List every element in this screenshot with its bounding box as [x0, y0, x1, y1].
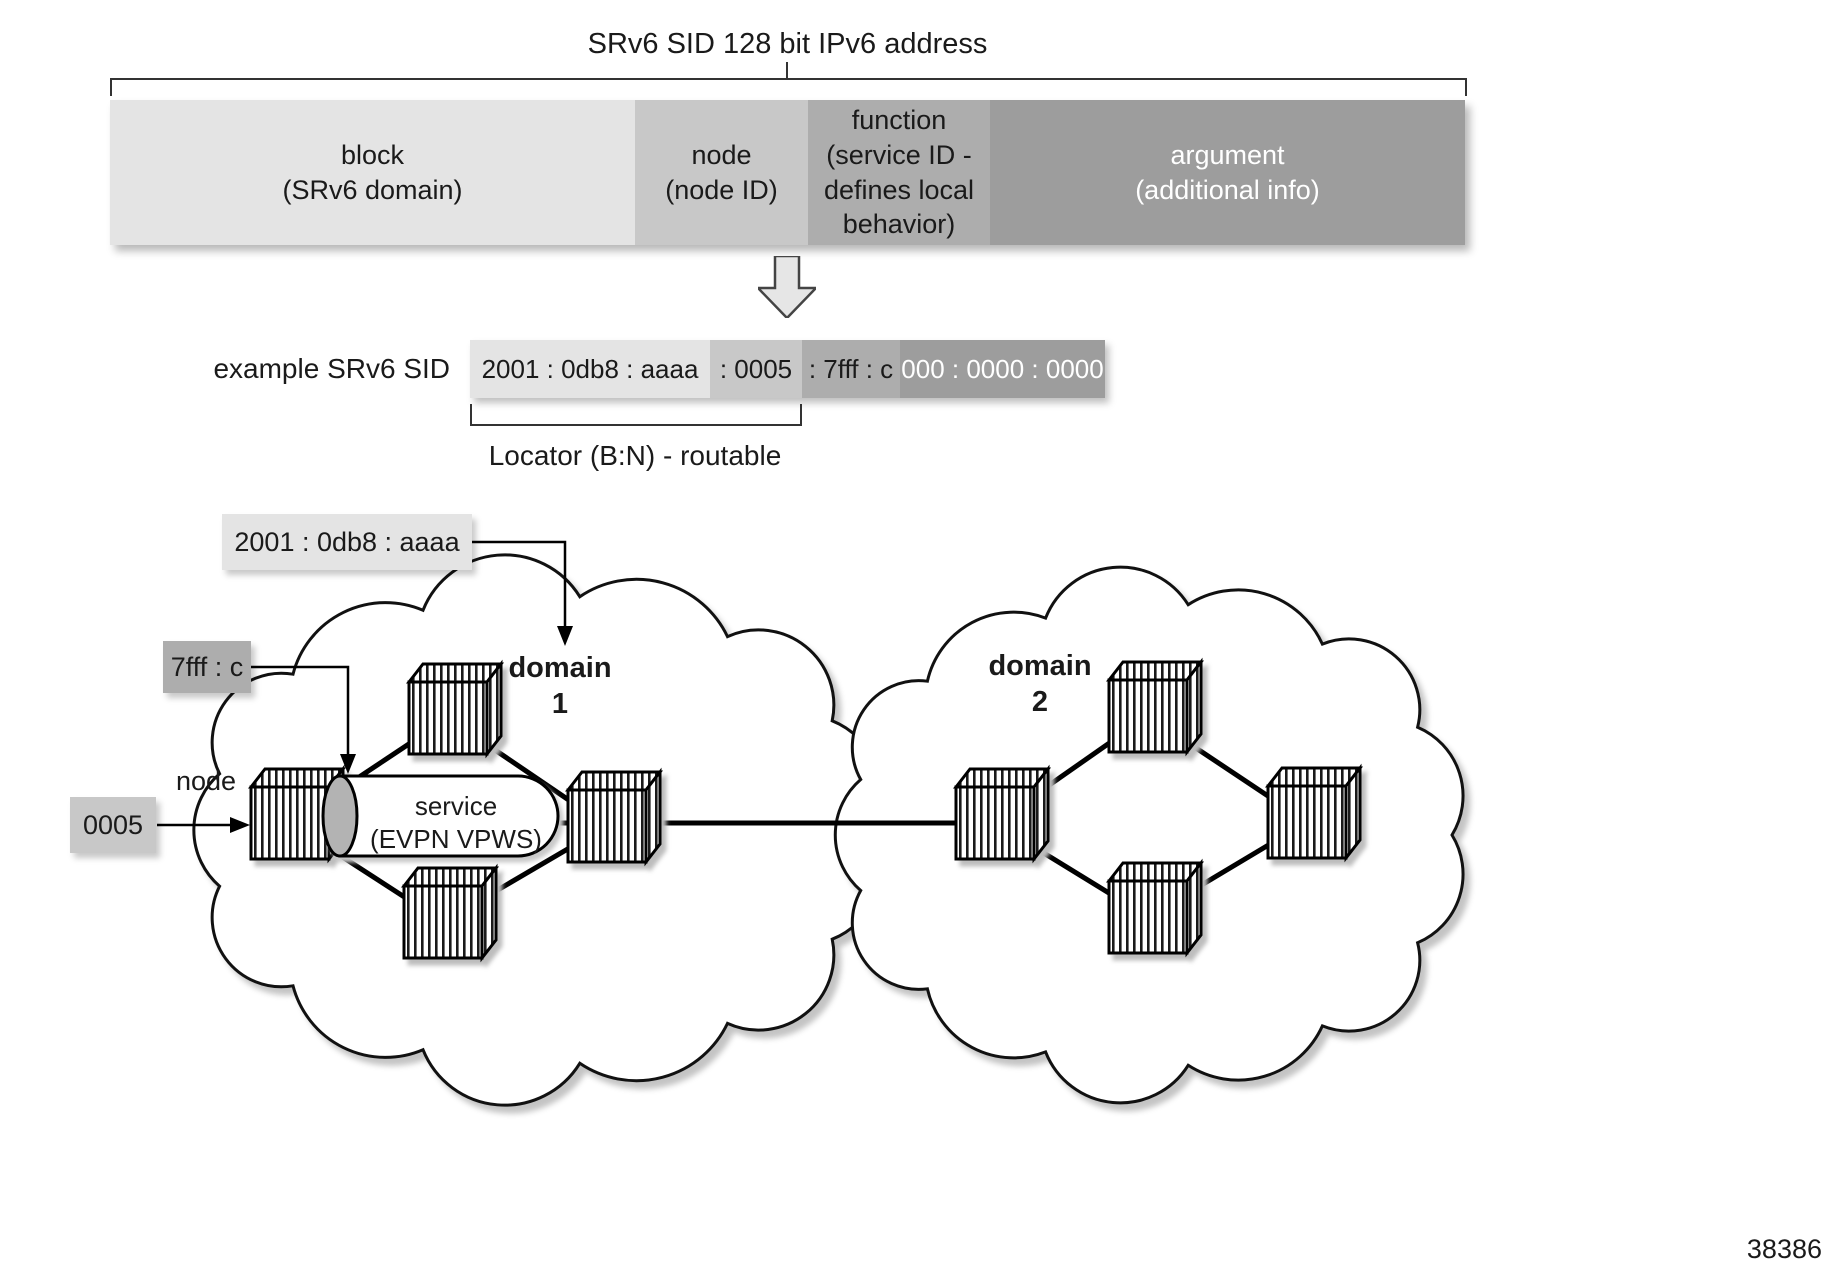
example-sid-label: example SRv6 SID	[213, 353, 450, 384]
sid-structure-bar: block (SRv6 domain) node (node ID) funct…	[110, 100, 1465, 245]
example-node: : 0005	[710, 340, 802, 398]
node-label: node	[176, 766, 237, 796]
router-d2-top	[1107, 660, 1203, 754]
domain2-label: domain 2	[988, 650, 1092, 719]
function-callout-line	[251, 665, 350, 756]
service-label: service (EVPN VPWS)	[370, 791, 542, 854]
domain2-cloud	[833, 565, 1465, 1105]
field-function: function (service ID - defines local beh…	[808, 100, 990, 245]
router-d1-bottom	[402, 866, 498, 960]
example-function: : 7fff : c	[802, 340, 900, 398]
example-block: 2001 : 0db8 : aaaa	[470, 340, 710, 398]
callout-connectors	[157, 540, 567, 827]
figure-title: SRv6 SID 128 bit IPv6 address	[587, 28, 988, 60]
field-block: block (SRv6 domain)	[110, 100, 635, 245]
service-pipe	[321, 774, 560, 858]
block-callout-line	[472, 540, 567, 628]
bit-span-bracket	[110, 78, 1467, 96]
router-d2-bottom	[1107, 861, 1203, 955]
arrowhead-down-icon	[340, 754, 356, 774]
router-d1-right	[566, 770, 662, 864]
example-sid-bar: 2001 : 0db8 : aaaa : 0005 : 7fff : c 000…	[470, 340, 1105, 398]
example-argument: 000 : 0000 : 0000	[900, 340, 1105, 398]
callout-arrowheads	[230, 626, 573, 833]
router-d2-left	[954, 767, 1050, 861]
locator-bracket	[470, 404, 802, 426]
field-argument: argument (additional info)	[990, 100, 1465, 245]
domain1-label: domain 1	[508, 652, 612, 721]
router-d1-top	[407, 662, 503, 756]
node-value-box: 0005	[70, 797, 156, 853]
figure-number: 38386	[1746, 1234, 1822, 1264]
function-value-box: 7fff : c	[163, 641, 251, 693]
locator-label: Locator (B:N) - routable	[488, 440, 782, 471]
block-value-box: 2001 : 0db8 : aaaa	[222, 514, 472, 570]
field-node: node (node ID)	[635, 100, 808, 245]
down-arrow-icon	[758, 256, 816, 318]
router-d2-right	[1266, 766, 1362, 860]
arrowhead-right-icon	[230, 817, 250, 833]
pipe-end-cap	[321, 774, 359, 858]
arrowhead-down-icon	[557, 626, 573, 646]
title-tick	[786, 62, 788, 78]
